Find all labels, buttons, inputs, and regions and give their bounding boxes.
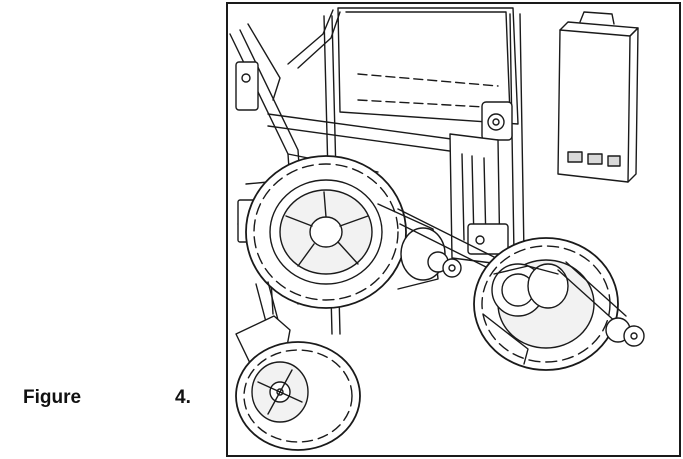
figure-frame: [226, 2, 681, 457]
figure-caption-label: Figure: [23, 387, 82, 408]
slotted-bracket: [449, 133, 509, 265]
backrest-panel: [337, 7, 519, 125]
rear-wheel-right: [473, 237, 645, 371]
figure-caption-number: 4.: [175, 387, 191, 408]
rear-wheel-left: [245, 155, 446, 309]
drive-axle-rollers: [397, 208, 499, 278]
battery-pack-illustration: [557, 11, 639, 183]
front-caster-wheel: [235, 281, 361, 451]
wheelchair-illustration: [229, 7, 645, 451]
